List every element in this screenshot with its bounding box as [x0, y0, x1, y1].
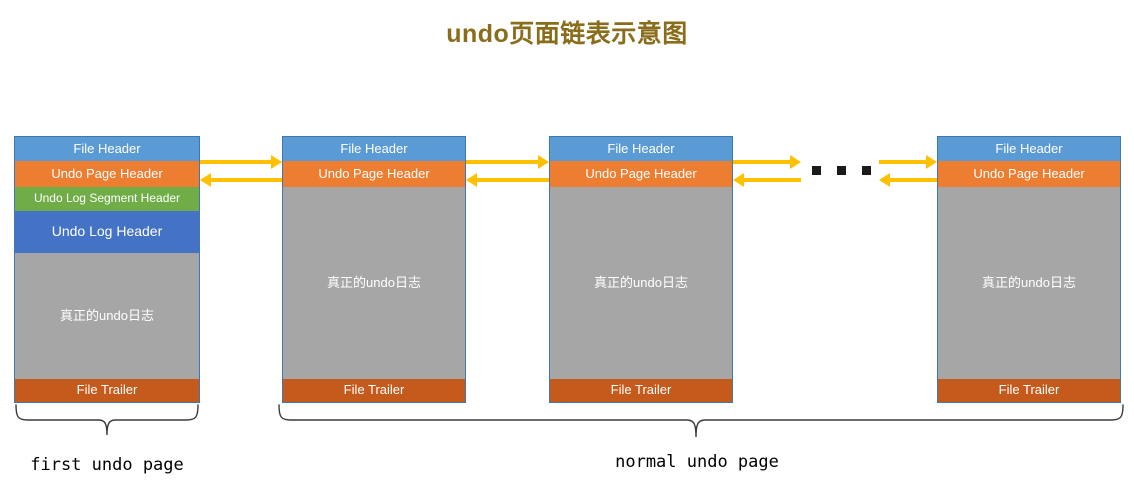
arrow-head-right-icon: [271, 155, 282, 169]
ellipsis-dots: [812, 166, 871, 175]
arrow-head-left-icon: [733, 173, 744, 187]
segment-undo-page-header: Undo Page Header: [283, 161, 465, 187]
brace-normal-undo-page: [277, 404, 1125, 455]
arrow-head-left-icon: [879, 173, 890, 187]
segment-undo-page-header: Undo Page Header: [938, 161, 1120, 187]
segment-page-body: 真正的undo日志: [550, 187, 732, 379]
segment-file-header: File Header: [938, 137, 1120, 161]
dot-icon: [837, 166, 846, 175]
arrow-head-right-icon: [538, 155, 549, 169]
arrow-line-forward: [200, 160, 271, 164]
page-block-normal-undo-page-1: File Header Undo Page Header 真正的undo日志 F…: [282, 136, 466, 403]
arrow-head-left-icon: [466, 173, 477, 187]
arrow-line-backward: [477, 178, 549, 182]
segment-page-body: 真正的undo日志: [283, 187, 465, 379]
page-block-normal-undo-page-2: File Header Undo Page Header 真正的undo日志 F…: [549, 136, 733, 403]
bracket-label-first-undo-page: first undo page: [30, 455, 184, 475]
segment-file-header: File Header: [283, 137, 465, 161]
segment-undo-log-segment-header: Undo Log Segment Header: [15, 187, 199, 211]
segment-file-header: File Header: [550, 137, 732, 161]
dot-icon: [862, 166, 871, 175]
arrow-head-right-icon: [790, 155, 801, 169]
page-title: undo页面链表示意图: [446, 20, 688, 48]
arrow-line-backward: [890, 178, 937, 182]
segment-file-trailer: File Trailer: [938, 379, 1120, 402]
arrow-pair-3-ellipsis: [733, 155, 801, 187]
brace-first-undo-page: [14, 404, 200, 455]
arrow-line-forward: [733, 160, 790, 164]
arrow-pair-ellipsis-4: [879, 155, 937, 187]
segment-file-header: File Header: [15, 137, 199, 161]
segment-undo-page-header: Undo Page Header: [15, 161, 199, 187]
arrow-pair-2-3: [466, 155, 549, 187]
segment-page-body: 真正的undo日志: [938, 187, 1120, 379]
dot-icon: [812, 166, 821, 175]
segment-file-trailer: File Trailer: [15, 379, 199, 402]
page-block-first-undo-page: File Header Undo Page Header Undo Log Se…: [14, 136, 200, 403]
bracket-label-normal-undo-page: normal undo page: [615, 452, 779, 472]
arrow-head-right-icon: [926, 155, 937, 169]
arrow-line-backward: [744, 178, 801, 182]
segment-undo-log-header: Undo Log Header: [15, 211, 199, 253]
page-block-normal-undo-page-n: File Header Undo Page Header 真正的undo日志 F…: [937, 136, 1121, 403]
segment-page-body: 真正的undo日志: [15, 253, 199, 379]
segment-file-trailer: File Trailer: [550, 379, 732, 402]
segment-file-trailer: File Trailer: [283, 379, 465, 402]
arrow-pair-1-2: [200, 155, 282, 187]
arrow-line-forward: [879, 160, 926, 164]
arrow-head-left-icon: [200, 173, 211, 187]
arrow-line-forward: [466, 160, 538, 164]
arrow-line-backward: [211, 178, 282, 182]
segment-undo-page-header: Undo Page Header: [550, 161, 732, 187]
